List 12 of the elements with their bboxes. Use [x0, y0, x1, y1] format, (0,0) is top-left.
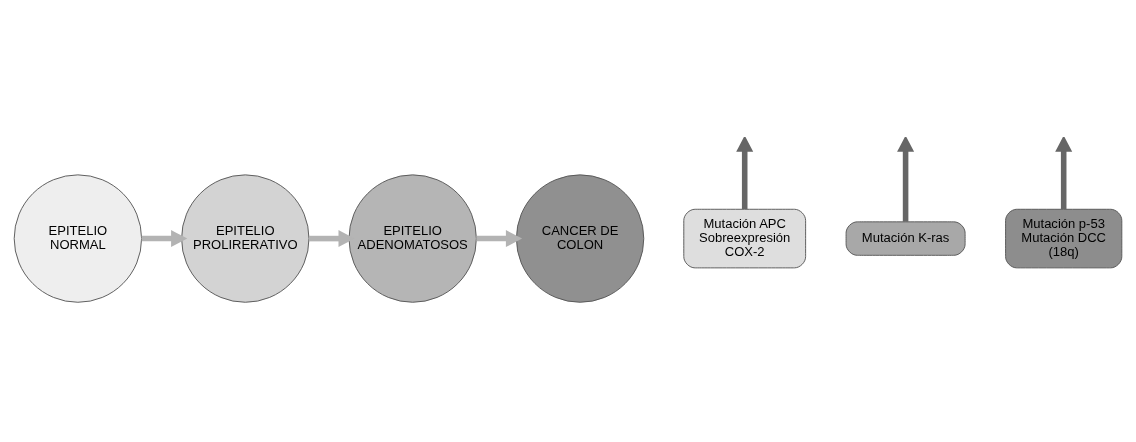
arrow	[736, 136, 754, 209]
arrow	[476, 229, 523, 247]
node-box: Mutación p-53 Mutación DCC (18q)	[1005, 208, 1123, 268]
node-box: Mutación K-ras	[845, 220, 966, 256]
arrow	[141, 229, 188, 247]
node-box: Mutación APC Sobreexpresión COX-2	[683, 208, 807, 268]
arrow	[897, 136, 915, 222]
node-circle: EPITELIO NORMAL	[13, 173, 143, 303]
node-circle: CANCER DE COLON	[515, 173, 645, 303]
node-circle: EPITELIO PROLIRERATIVO	[181, 173, 310, 303]
arrow	[1055, 136, 1073, 209]
node-circle: EPITELIO ADENOMATOSOS	[348, 173, 477, 303]
